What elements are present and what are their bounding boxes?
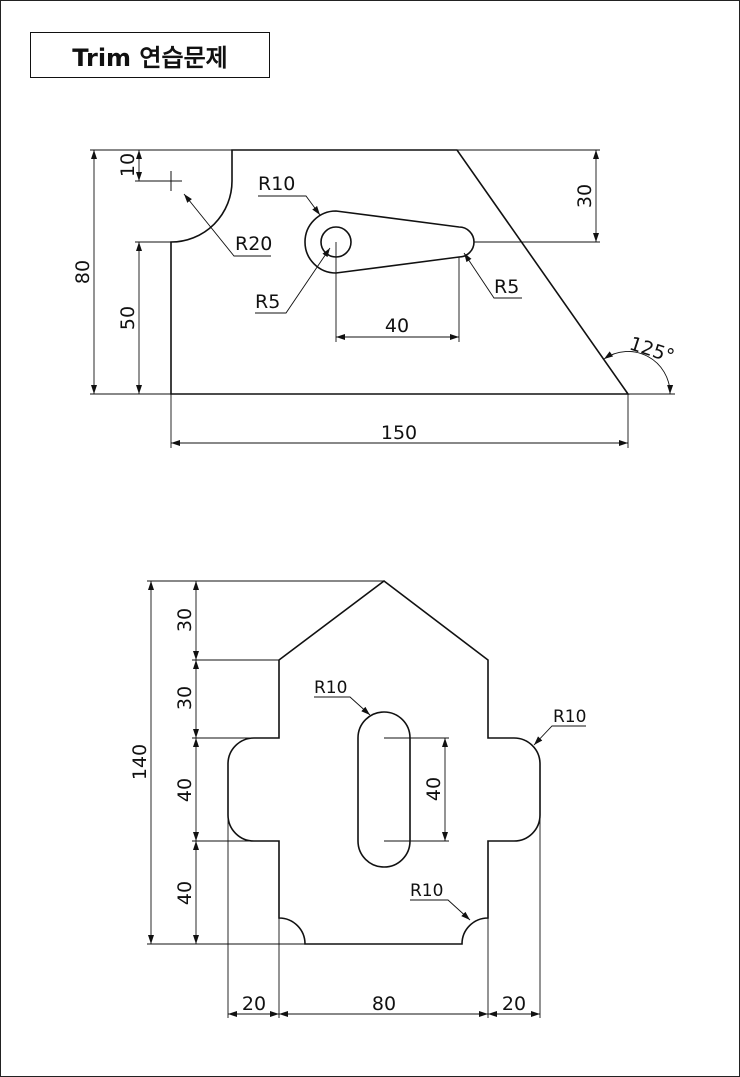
dim-30-top: 30: [174, 608, 196, 632]
title-box: Trim 연습문제: [30, 32, 270, 78]
drawing1-outline: [170, 149, 630, 395]
dim-50: 50: [117, 306, 139, 330]
dim-10: 10: [117, 153, 139, 177]
drawing1-dimensions: [90, 149, 675, 448]
dim-30-right: 30: [574, 184, 596, 208]
dim-40-slot: 40: [423, 777, 445, 801]
dim-20-right: 20: [502, 993, 526, 1015]
drawing-1: [90, 149, 675, 448]
radius-r5-left: R5: [255, 291, 280, 313]
radius-r10-corner: R10: [553, 707, 586, 727]
drawing-2: [147, 579, 586, 1018]
radius-r10: R10: [258, 173, 295, 195]
dim-30-mid: 30: [174, 686, 196, 710]
dim-20-left: 20: [242, 993, 266, 1015]
radius-r5-right: R5: [494, 276, 519, 298]
page-title: Trim 연습문제: [72, 43, 228, 72]
dim-150: 150: [381, 422, 417, 444]
dim-40-upper: 40: [174, 778, 196, 802]
dim-40: 40: [385, 315, 409, 337]
drawing2-outline: [227, 579, 541, 945]
dim-80: 80: [72, 260, 94, 284]
drawing1-center-mark: [162, 171, 182, 191]
dim-140: 140: [129, 744, 151, 780]
drawing2-dimensions: [147, 580, 586, 1018]
radius-r20: R20: [235, 233, 272, 255]
drawing1-slot: [304, 210, 475, 274]
dim-40-lower: 40: [174, 881, 196, 905]
radius-r10-bottom: R10: [410, 881, 443, 901]
radius-r10-slot: R10: [314, 678, 347, 698]
drawing2-slot: [357, 711, 411, 868]
dim-80-bottom: 80: [372, 993, 396, 1015]
dim-angle-125: 125°: [627, 333, 677, 368]
